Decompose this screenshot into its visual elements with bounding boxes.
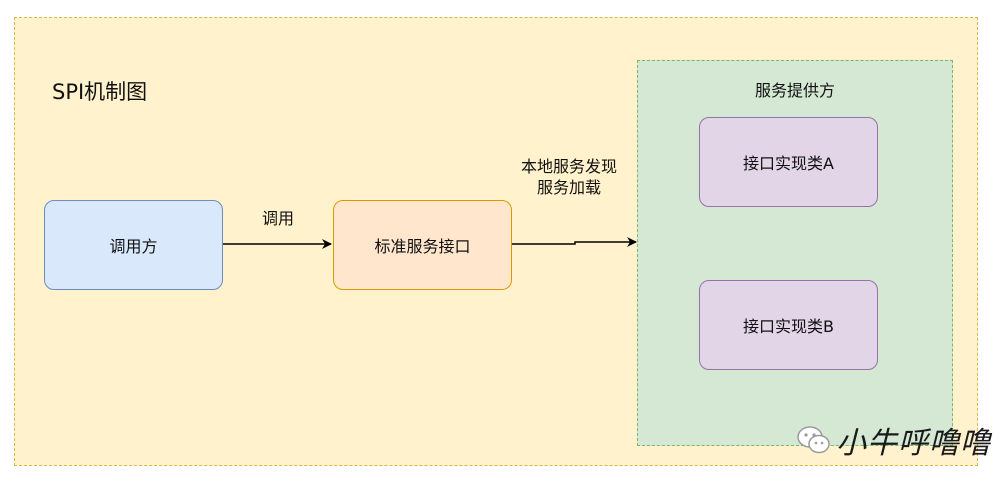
standard-interface-label: 标准服务接口 bbox=[374, 237, 471, 256]
service-provider-label: 服务提供方 bbox=[754, 81, 835, 100]
call-edge-label: 调用 bbox=[262, 209, 295, 228]
diagram-title: SPI机制图 bbox=[52, 80, 148, 104]
impl-a-label: 接口实现类A bbox=[743, 154, 834, 173]
watermark: 小牛呼噜噜 bbox=[796, 418, 991, 462]
caller-node-label: 调用方 bbox=[109, 237, 158, 256]
standard-interface-node[interactable]: 标准服务接口 bbox=[333, 200, 512, 290]
discover-edge-label-line1: 本地服务发现 bbox=[520, 157, 617, 176]
caller-node[interactable]: 调用方 bbox=[44, 200, 223, 290]
wechat-icon bbox=[797, 426, 830, 454]
impl-b-label: 接口实现类B bbox=[743, 317, 834, 336]
impl-b-node[interactable]: 接口实现类B bbox=[699, 280, 878, 370]
watermark-text: 小牛呼噜噜 bbox=[836, 426, 991, 461]
discover-edge-label: 本地服务发现 服务加载 bbox=[511, 156, 627, 198]
discover-edge-label-line2: 服务加载 bbox=[536, 178, 601, 197]
impl-a-node[interactable]: 接口实现类A bbox=[699, 117, 878, 207]
